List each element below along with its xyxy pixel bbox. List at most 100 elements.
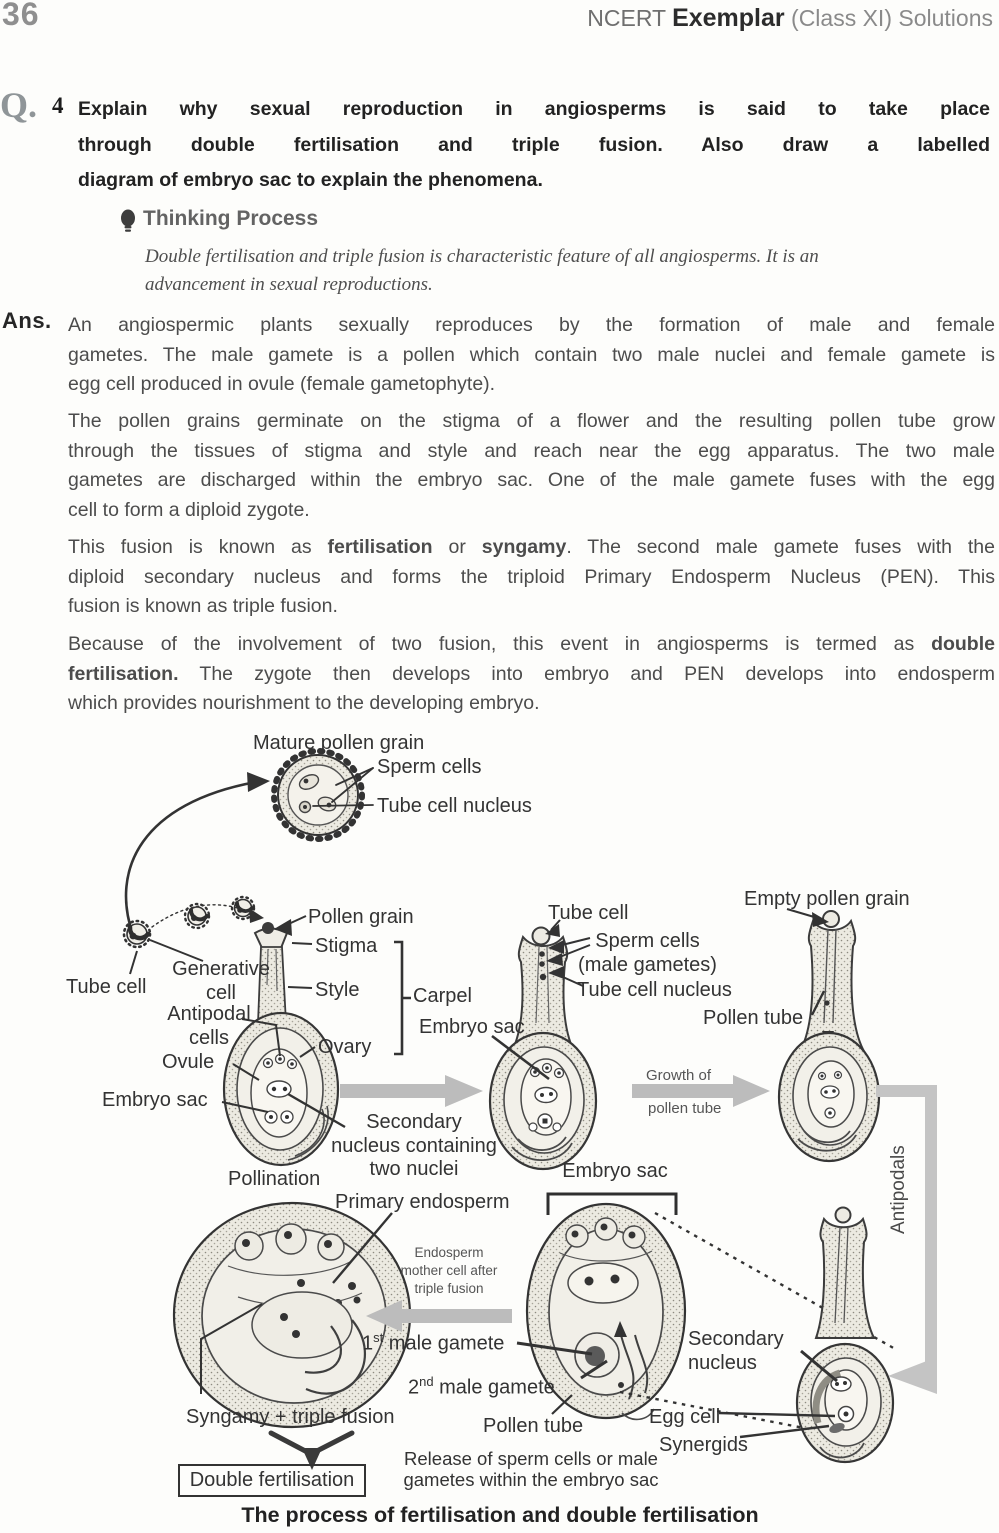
- question-text: Explain why sexual reproduction in angio…: [78, 92, 990, 199]
- embryo-sac-enlarged: [525, 1192, 687, 1421]
- label-line: cell: [205, 981, 236, 1004]
- answer-line: An angiospermic plants sexually reproduc…: [68, 314, 995, 336]
- double-fertilisation-arrow: [268, 1430, 355, 1470]
- label-line: nucleus: [688, 1351, 757, 1374]
- answer-segment: This fusion is known as: [68, 536, 328, 558]
- label-embryo-sac-mid: Embryo sac: [419, 1016, 525, 1038]
- mature-pollen-grain-figure: [271, 748, 374, 842]
- question-marker: Q.: [0, 85, 38, 125]
- label-line: Release of sperm cells or male: [404, 1448, 658, 1469]
- header-brand-bold: Exemplar: [672, 4, 785, 32]
- label-pollination: Pollination: [228, 1168, 321, 1190]
- label-segment: 2: [408, 1376, 420, 1399]
- stage-arrow-3: [366, 1300, 512, 1332]
- answer-bold-term: fertilisation.: [68, 662, 179, 685]
- question-line: diagram of embryo sac to explain the phe…: [78, 169, 543, 191]
- label-line: triple fusion: [414, 1281, 484, 1296]
- question-line: Explain why sexual reproduction in angio…: [78, 98, 990, 120]
- answer-segment: Because of the involvement of two fusion…: [68, 633, 932, 655]
- carpel-2-leader-lines: [491, 919, 591, 1081]
- answer-paragraph-2: The pollen grains germinate on the stigm…: [68, 407, 995, 525]
- embryo-sac-leader-lines: [516, 1341, 608, 1415]
- label-sperm-cells-mid: Sperm cells (male gametes): [570, 930, 725, 977]
- label-line: Secondary: [688, 1328, 784, 1350]
- label-carpel: Carpel: [413, 985, 472, 1007]
- fertilisation-diagram: Mature pollen grain Sperm cells Tube cel…: [0, 723, 999, 1533]
- label-release-of-sperm-cells: Release of sperm cells or male gametes w…: [400, 1448, 662, 1490]
- label-embryo-sac-left: Embryo sac: [102, 1089, 208, 1111]
- question-line: through double fertilisation and triple …: [78, 133, 990, 156]
- label-endosperm-mother-cell: Endosperm mother cell after triple fusio…: [388, 1244, 510, 1298]
- double-fertilisation-box: Double fertilisation: [178, 1464, 366, 1497]
- label-antipodal-cells: Antipodal cells: [153, 1003, 265, 1050]
- header-brand: NCERT: [587, 5, 666, 31]
- answer-segment: The zygote then develops into embryo and…: [178, 662, 995, 685]
- carpel-3: [777, 910, 881, 1163]
- answer-line: gametes are discharged within the embryo…: [68, 469, 995, 492]
- label-tube-cell-nucleus-top: Tube cell nucleus: [377, 795, 532, 817]
- label-embryo-sac-bottom: Embryo sac: [562, 1160, 668, 1182]
- answer-line: Because of the involvement of two fusion…: [68, 630, 995, 660]
- label-pollen-tube-bottom: Pollen tube: [483, 1415, 584, 1437]
- label-segment: 1: [362, 1332, 374, 1355]
- label-line: (male gametes): [578, 953, 717, 976]
- label-superscript: nd: [419, 1374, 434, 1389]
- label-line: mother cell after: [400, 1263, 498, 1278]
- thinking-line: advancement in sexual reproductions.: [145, 274, 433, 295]
- pollen-transfer-arc: [122, 772, 270, 949]
- ovule-after-leader-lines: [200, 1212, 393, 1394]
- label-line: nucleus containing: [331, 1134, 497, 1157]
- label-pollen-tube-right: Pollen tube: [703, 1007, 804, 1029]
- answer-paragraph-3: This fusion is known as fertilisation or…: [68, 533, 995, 622]
- answer-bold-term: syngamy: [481, 536, 567, 558]
- label-empty-pollen-grain: Empty pollen grain: [744, 888, 910, 910]
- bulb-icon: [121, 209, 135, 232]
- answer-line: fertilisation. The zygote then develops …: [68, 660, 995, 690]
- thinking-process-body: Double fertilisation and triple fusion i…: [145, 243, 955, 299]
- label-line: Secondary: [366, 1111, 462, 1133]
- answer-line: fusion is known as triple fusion.: [68, 595, 338, 618]
- answer-paragraph-4: Because of the involvement of two fusion…: [68, 630, 995, 719]
- carpel-2: [488, 926, 598, 1171]
- label-line: two nuclei: [369, 1158, 459, 1181]
- label-primary-endosperm: Primary endosperm: [335, 1191, 510, 1213]
- label-mature-pollen-grain: Mature pollen grain: [253, 732, 425, 754]
- answer-line: cell to form a diploid zygote.: [68, 498, 310, 521]
- label-stigma: Stigma: [315, 935, 378, 957]
- label-antipodals: Antipodals: [888, 1145, 909, 1234]
- label-pollen-grain: Pollen grain: [308, 906, 414, 928]
- label-segment: male gamete: [383, 1332, 505, 1355]
- thinking-process-heading: Thinking Process: [143, 207, 319, 230]
- carpel-4: [795, 1206, 895, 1464]
- label-superscript: st: [373, 1330, 384, 1345]
- answer-line: This fusion is known as fertilisation or…: [68, 533, 995, 563]
- small-pollen-grain: [122, 919, 152, 949]
- answer-line: diploid secondary nucleus and forms the …: [68, 565, 995, 588]
- diagram-caption: The process of fertilisation and double …: [241, 1503, 759, 1527]
- carpel-3-leader-lines: [786, 907, 829, 1016]
- answer-line: gametes. The male gamete is a pollen whi…: [68, 343, 995, 366]
- page-header-title: NCERT Exemplar (Class XI) Solutions: [587, 4, 993, 33]
- header-brand-rest: (Class XI) Solutions: [791, 5, 993, 31]
- label-segment: male gamete: [433, 1376, 555, 1399]
- carpel-4-leader-lines: [718, 1349, 838, 1439]
- diagram-artwork: [122, 748, 937, 1470]
- small-pollen-grain: [183, 902, 211, 930]
- label-line: gametes within the embryo sac: [403, 1469, 659, 1490]
- answer-line: The pollen grains germinate on the stigm…: [68, 410, 995, 432]
- ovule-after-triple-fusion: [172, 1201, 412, 1429]
- label-line: Generative: [172, 958, 270, 980]
- label-ovary: Ovary: [318, 1036, 372, 1058]
- label-ovule: Ovule: [162, 1051, 215, 1073]
- label-second-male-gamete: 2nd male gamete: [408, 1374, 555, 1400]
- thinking-line: Double fertilisation and triple fusion i…: [145, 246, 819, 267]
- label-tube-cell-nucleus-mid: Tube cell nucleus: [577, 979, 732, 1001]
- stage-arrow-1: [340, 1075, 483, 1107]
- answer-paragraph-1: An angiospermic plants sexually reproduc…: [68, 311, 995, 400]
- answer-bold-term: double: [931, 633, 995, 655]
- label-tube-cell-left: Tube cell: [66, 976, 147, 998]
- label-line: Sperm cells: [595, 930, 700, 952]
- question-number: 4: [52, 93, 64, 118]
- label-secondary-nucleus: Secondary nucleus: [688, 1328, 784, 1375]
